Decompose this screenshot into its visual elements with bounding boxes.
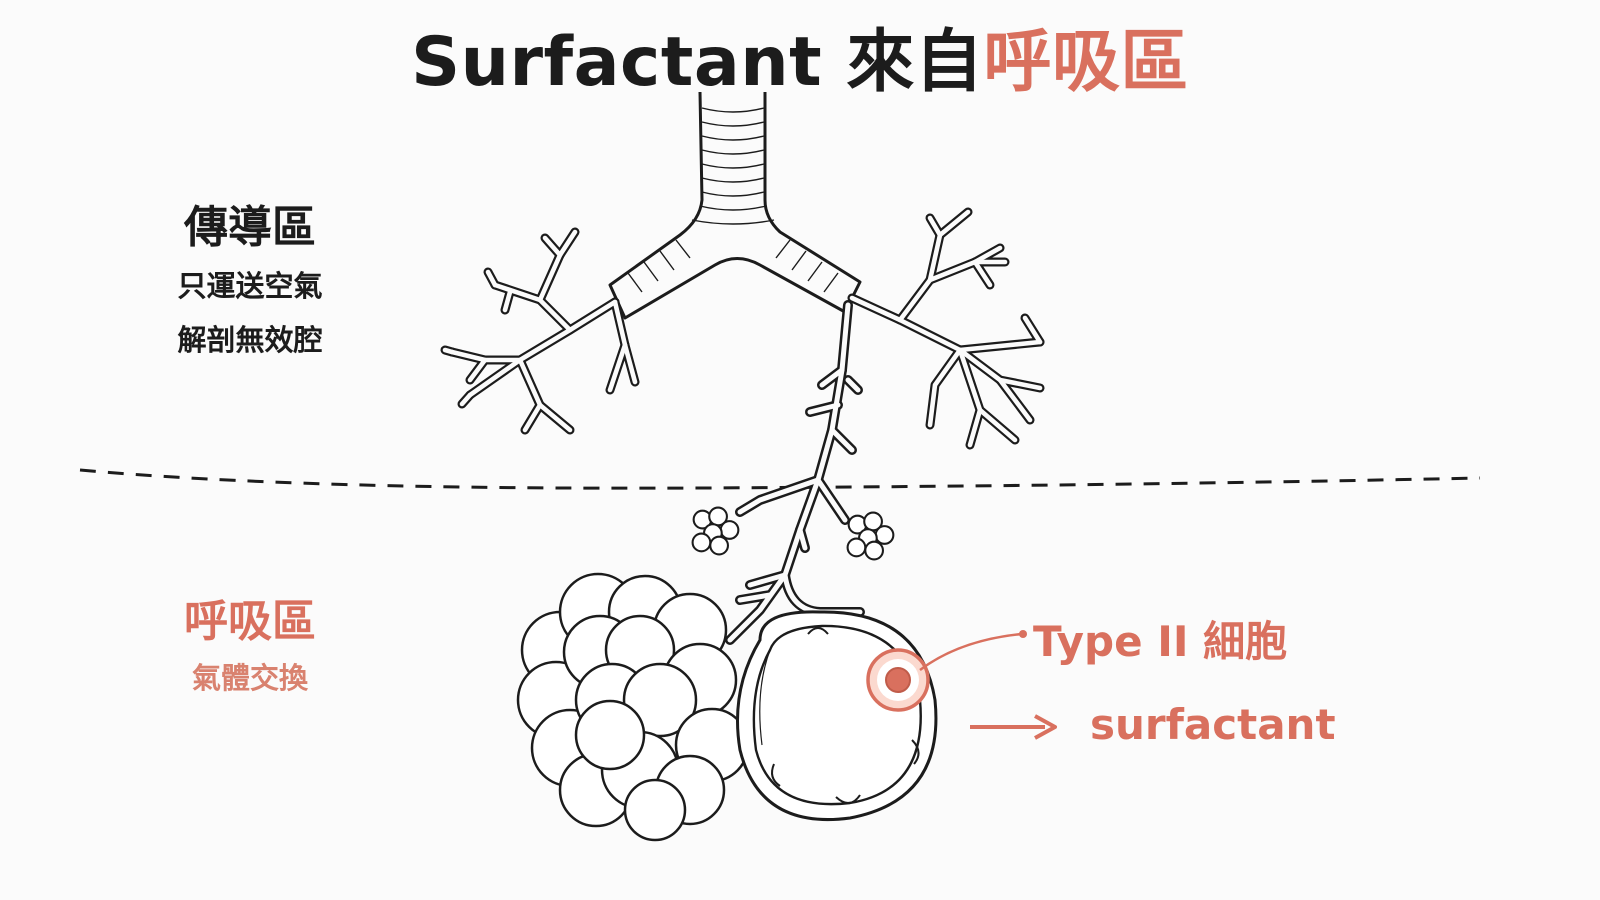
- type-ii-callout-line: [919, 632, 1023, 672]
- conducting-zone-heading: 傳導區: [184, 202, 316, 253]
- bronchiole: [725, 300, 865, 645]
- page-title: Surfactant 來自呼吸區: [0, 6, 1600, 105]
- right-bronchial-tree-inner: [849, 209, 1043, 448]
- conducting-zone-label: 傳導區 只運送空氣 解剖無效腔: [150, 202, 350, 367]
- type-ii-cell-label: Type II 細胞: [1033, 617, 1288, 666]
- type-ii-cell: [866, 648, 930, 712]
- right-bronchial-tree: [847, 207, 1045, 450]
- alveolus: [736, 610, 938, 822]
- respiratory-zone-line1: 氣體交換: [191, 660, 308, 695]
- conducting-zone-line1: 只運送空氣: [177, 268, 323, 303]
- respiratory-zone-label: 呼吸區 氣體交換: [150, 596, 350, 707]
- bronchiole-inner: [727, 302, 863, 643]
- callout-dot: [1019, 630, 1027, 638]
- left-bronchial-tree-inner: [442, 229, 638, 433]
- surfactant-label: surfactant: [1090, 700, 1336, 749]
- right-arrow-icon: [970, 714, 1057, 740]
- title-highlight: 呼吸區: [983, 23, 1189, 102]
- conducting-zone-line2: 解剖無效腔: [177, 322, 323, 357]
- right-small-alveolar-cluster: [846, 511, 895, 561]
- respiratory-zone-heading: 呼吸區: [184, 596, 316, 647]
- alveolar-sac: [516, 572, 750, 842]
- left-small-alveolar-cluster: [691, 506, 740, 556]
- title-main: Surfactant 來自: [411, 23, 984, 102]
- trachea-rings: [627, 107, 839, 293]
- zone-divider: [79, 468, 1481, 490]
